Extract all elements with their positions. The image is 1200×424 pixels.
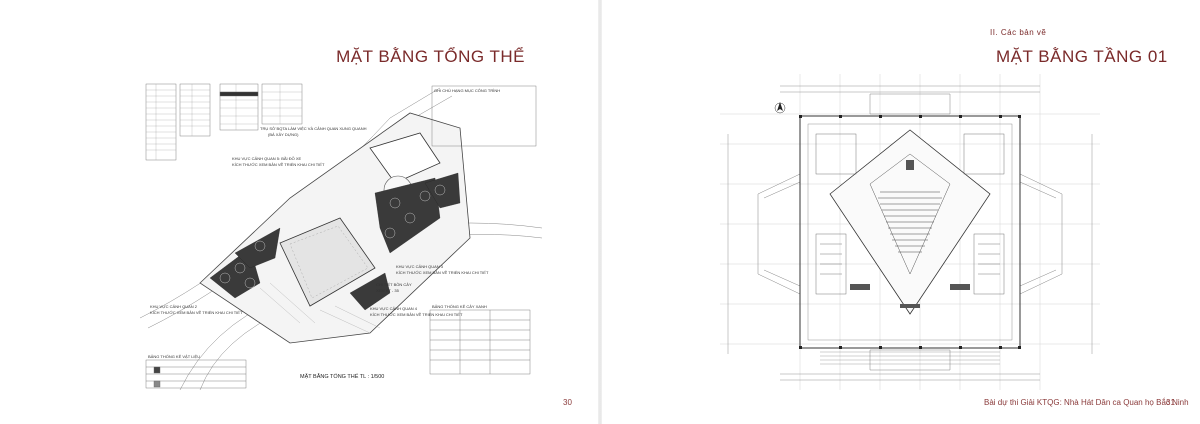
side-rooms: [815, 133, 1005, 295]
right-page: II. Các bản vẽ MẶT BẰNG TẦNG 01: [600, 0, 1200, 424]
right-page-number: 31: [1166, 398, 1175, 407]
left-page-title: MẶT BẰNG TỔNG THỂ: [336, 47, 525, 66]
label-materials-title: BẢNG THỐNG KÊ VẬT LIỆU: [148, 354, 200, 359]
outer-wall: [799, 115, 1021, 349]
label-zone2-sub: KÍCH THƯỚC XEM BẢN VẼ TRIỂN KHAI CHI TIẾ…: [150, 310, 243, 315]
label-zone4: KHU VỰC CẢNH QUAN 4: [370, 306, 418, 311]
section-heading: II. Các bản vẽ: [990, 28, 1047, 37]
left-page-number: 30: [563, 398, 572, 407]
label-plants-title: BẢNG THỐNG KÊ CÂY XANH: [432, 304, 487, 309]
label-zone3: KHU VỰC CẢNH QUAN 3: [396, 264, 444, 269]
label-zone5: KHU VỰC CẢNH QUAN 5: BÃI ĐỖ XE: [232, 156, 302, 161]
columns: [799, 115, 1021, 349]
left-page: MẶT BẰNG TỔNG THỂ: [139, 47, 572, 407]
legend-tables: [145, 85, 537, 389]
schedule-tables: [145, 83, 303, 161]
footer-text: Bài dự thi Giải KTQG: Nhà Hát Dân ca Qua…: [984, 398, 1189, 407]
site-plan-svg: TRỤ SỞ BQTA LÀM VIỆC VÀ CẢNH QUAN XUNG Q…: [139, 83, 543, 391]
label-zone5-sub: KÍCH THƯỚC XEM BẢN VẼ TRIỂN KHAI CHI TIẾ…: [232, 162, 325, 167]
book-gutter: [598, 0, 602, 424]
paving-hatch: [259, 282, 381, 334]
furniture-blocks: [850, 160, 970, 308]
label-main-building-sub: (BÁ XÂY DỰNG): [268, 132, 299, 137]
label-main-building: TRỤ SỞ BQTA LÀM VIỆC VÀ CẢNH QUAN XUNG Q…: [260, 126, 367, 131]
site-boundary: [199, 112, 471, 344]
label-zone4-sub: KÍCH THƯỚC XEM BẢN VẼ TRIỂN KHAI CHI TIẾ…: [370, 312, 463, 317]
steps: [820, 351, 1000, 365]
site-plan-drawing: TRỤ SỞ BQTA LÀM VIỆC VÀ CẢNH QUAN XUNG Q…: [139, 78, 543, 391]
label-legend-title: GHI CHÚ HẠNG MỤC CÔNG TRÌNH: [434, 88, 500, 93]
tree-circles: [219, 184, 446, 289]
label-zone2: KHU VỰC CẢNH QUAN 2: [150, 304, 198, 309]
label-zone3-sub: KÍCH THƯỚC XEM BẢN VẼ TRIỂN KHAI CHI TIẾ…: [396, 270, 489, 275]
right-page-title: MẶT BẰNG TẦNG 01: [996, 47, 1168, 66]
seating: [878, 191, 942, 253]
floor-plan-svg: [720, 74, 1100, 390]
floor-plan-drawing: [720, 74, 1100, 390]
north-arrow-icon: [774, 102, 786, 114]
tree-areas: [209, 172, 461, 311]
label-tree-detail-sub: XEM KT - 35: [376, 288, 400, 293]
label-plan-title: MẶT BẰNG TỔNG THỂ TL : 1/500: [300, 372, 384, 380]
label-tree-detail: CHI TIẾT BỒN CÂY: [376, 282, 412, 287]
dimension-lines: [727, 85, 1093, 381]
